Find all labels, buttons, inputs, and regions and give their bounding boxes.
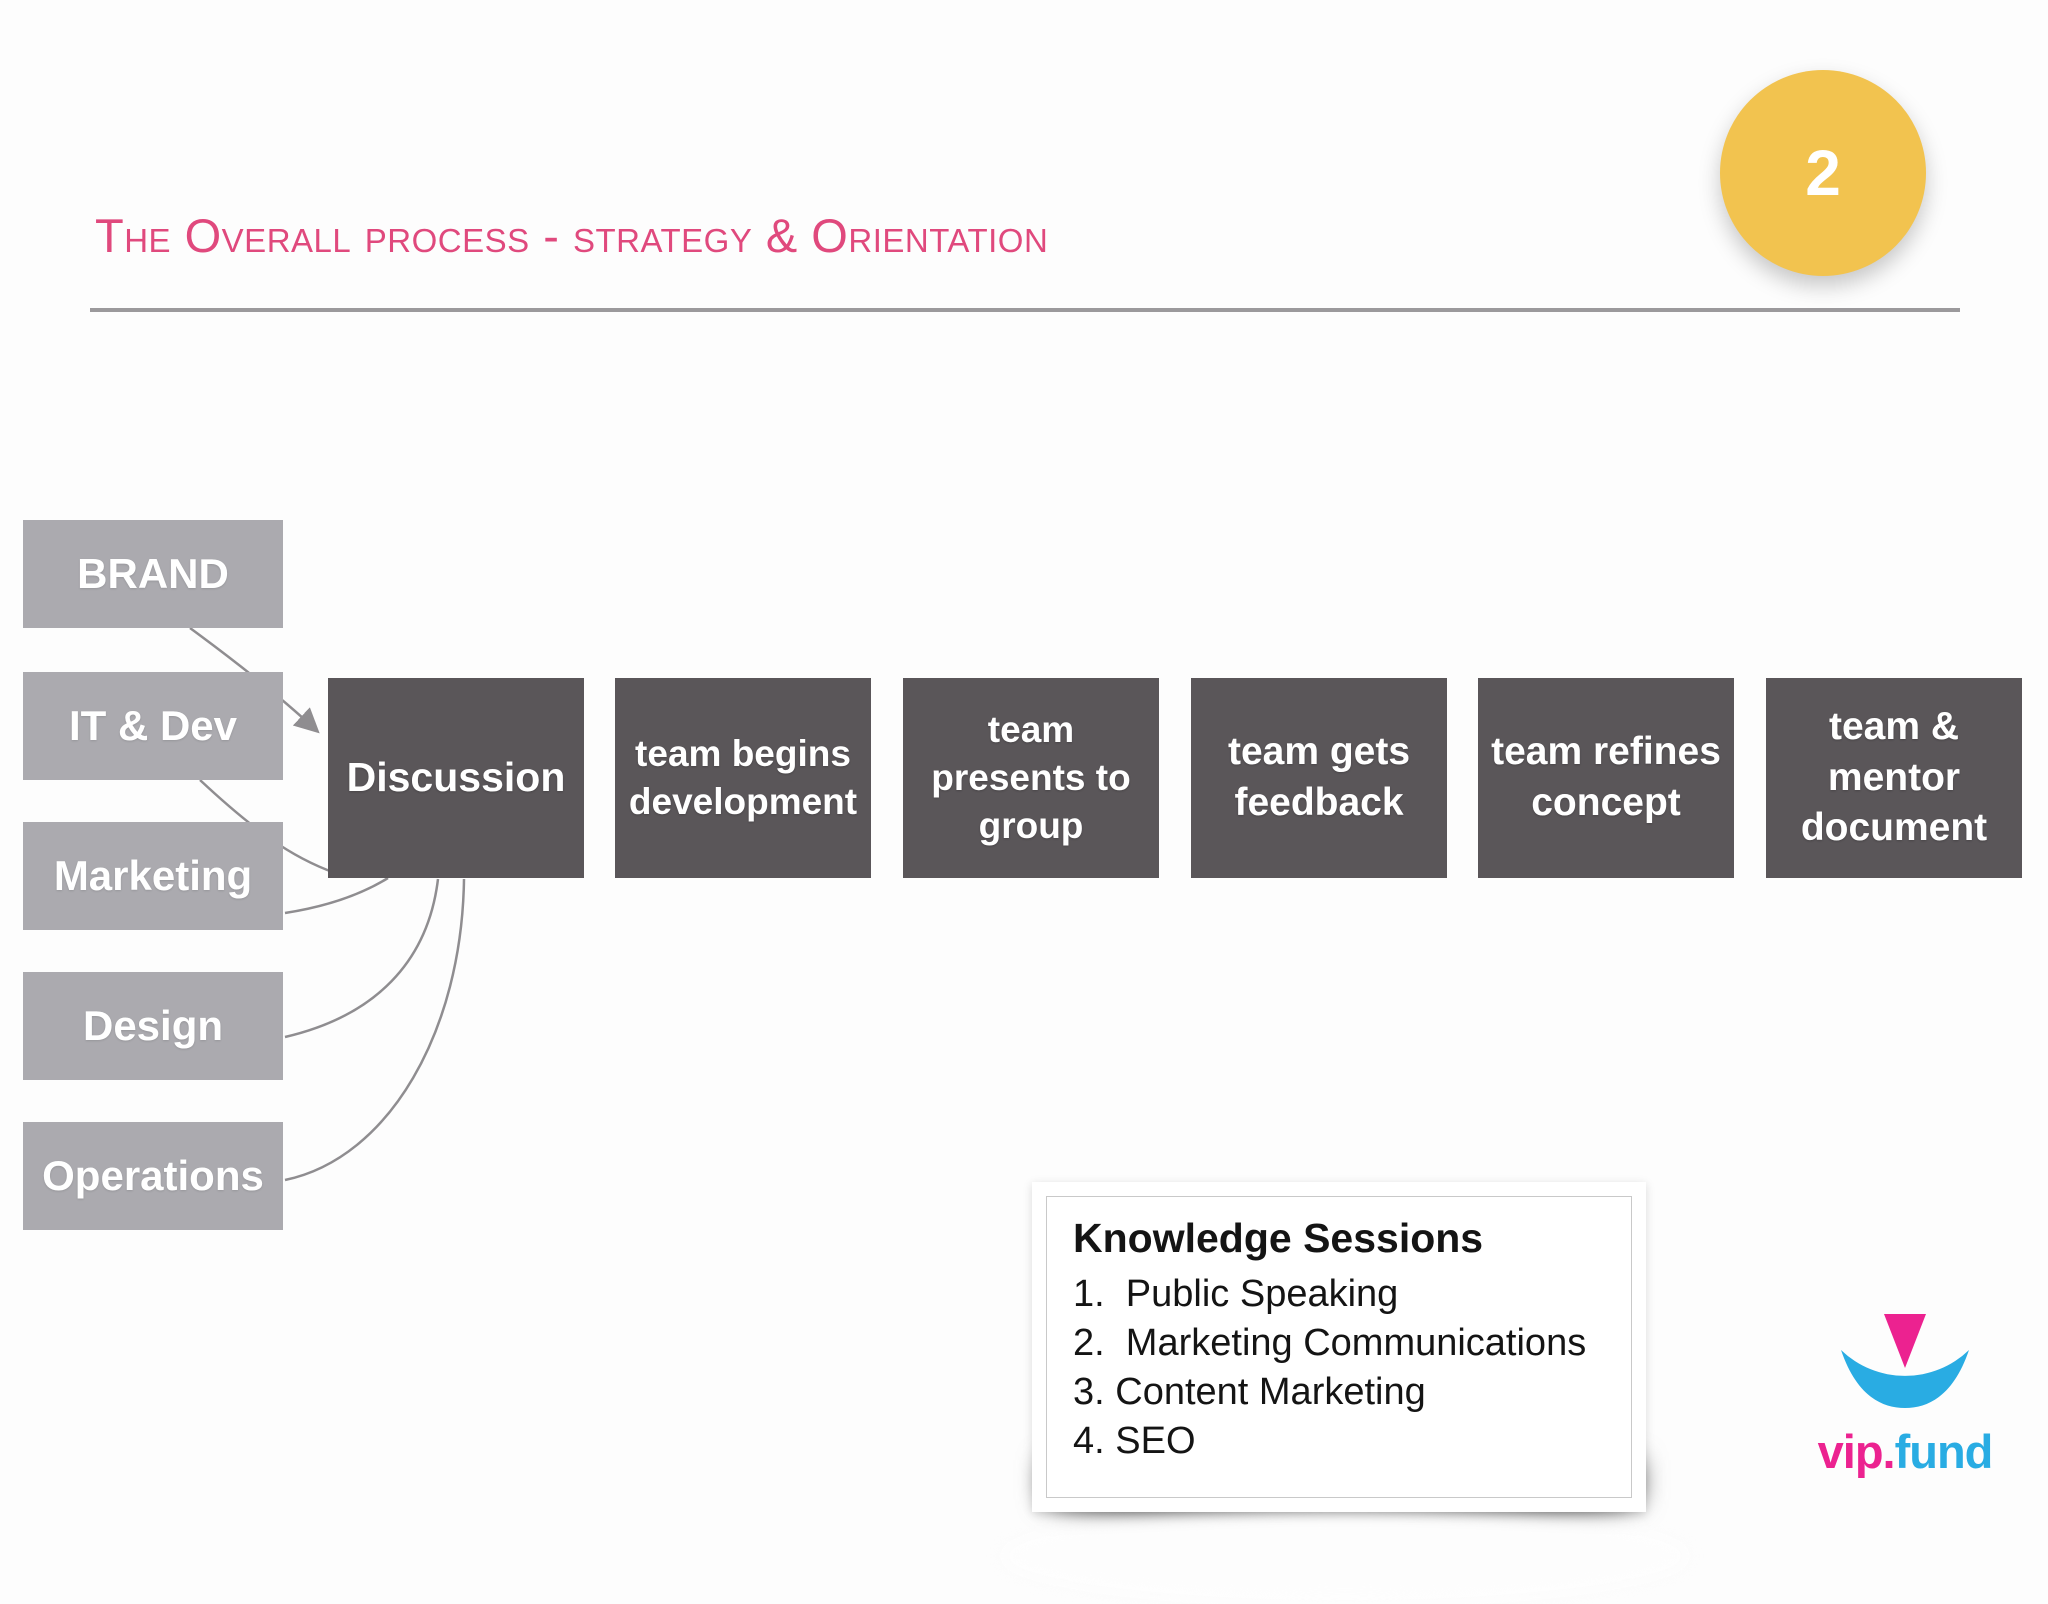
vip-fund-logo-icon (1841, 1314, 1969, 1408)
input-box-marketing: Marketing (23, 822, 283, 930)
knowledge-session-item: 2. Marketing Communications (1073, 1322, 1587, 1364)
knowledge-sessions-inner: Knowledge Sessions 1. Public Speaking 2.… (1046, 1196, 1632, 1498)
knowledge-sessions-title: Knowledge Sessions (1073, 1215, 1484, 1261)
input-box-label: BRAND (77, 550, 229, 597)
input-box-label: Marketing (53, 852, 253, 899)
knowledge-session-item: 1. Public Speaking (1073, 1273, 1399, 1315)
arrow-marketing-to-discussion (284, 876, 389, 915)
input-box-operations: Operations (23, 1122, 283, 1230)
input-box-label: IT & Dev (68, 702, 238, 749)
step-team-presents-to-group: team presents to group (903, 678, 1159, 878)
knowledge-session-item: 3. Content Marketing (1073, 1371, 1426, 1413)
arrow-design-to-discussion (284, 878, 440, 1039)
arrow-operations-to-discussion (284, 878, 466, 1182)
step-label: team gets feedback (1227, 730, 1411, 824)
header-divider (90, 308, 1960, 312)
step-label: team begins development (628, 732, 858, 822)
step-team-refines-concept: team refines concept (1478, 678, 1734, 878)
input-box-label: Design (82, 1002, 224, 1049)
page-title: The Overall process - strategy & Orienta… (95, 209, 1049, 262)
vip-fund-logo: vip.fund (1780, 1310, 2030, 1479)
step-label: team presents to group (931, 708, 1131, 847)
input-box-label: Operations (42, 1152, 264, 1199)
input-box-design: Design (23, 972, 283, 1080)
note-card-shadow-curve (1000, 1508, 1690, 1604)
page-number-badge: 2 (1720, 70, 1926, 276)
input-box-it-dev: IT & Dev (23, 672, 283, 780)
input-box-brand: BRAND (23, 520, 283, 628)
step-team-begins-development: team begins development (615, 678, 871, 878)
step-label: team & mentor document (1800, 704, 1988, 850)
knowledge-session-item: 4. SEO (1073, 1420, 1196, 1462)
step-label: Discussion (346, 754, 566, 801)
logo-vip-part: vip. (1817, 1425, 1896, 1478)
step-team-gets-feedback: team gets feedback (1191, 678, 1447, 878)
logo-fund-part: fund (1894, 1425, 1994, 1478)
step-discussion: Discussion (328, 678, 584, 878)
step-label: team refines concept (1491, 730, 1721, 824)
knowledge-sessions-card: Knowledge Sessions 1. Public Speaking 2.… (1032, 1182, 1646, 1512)
vip-fund-logo-text: vip.fund (1780, 1424, 2030, 1479)
step-team-mentor-document: team & mentor document (1766, 678, 2022, 878)
page-number: 2 (1805, 137, 1841, 209)
